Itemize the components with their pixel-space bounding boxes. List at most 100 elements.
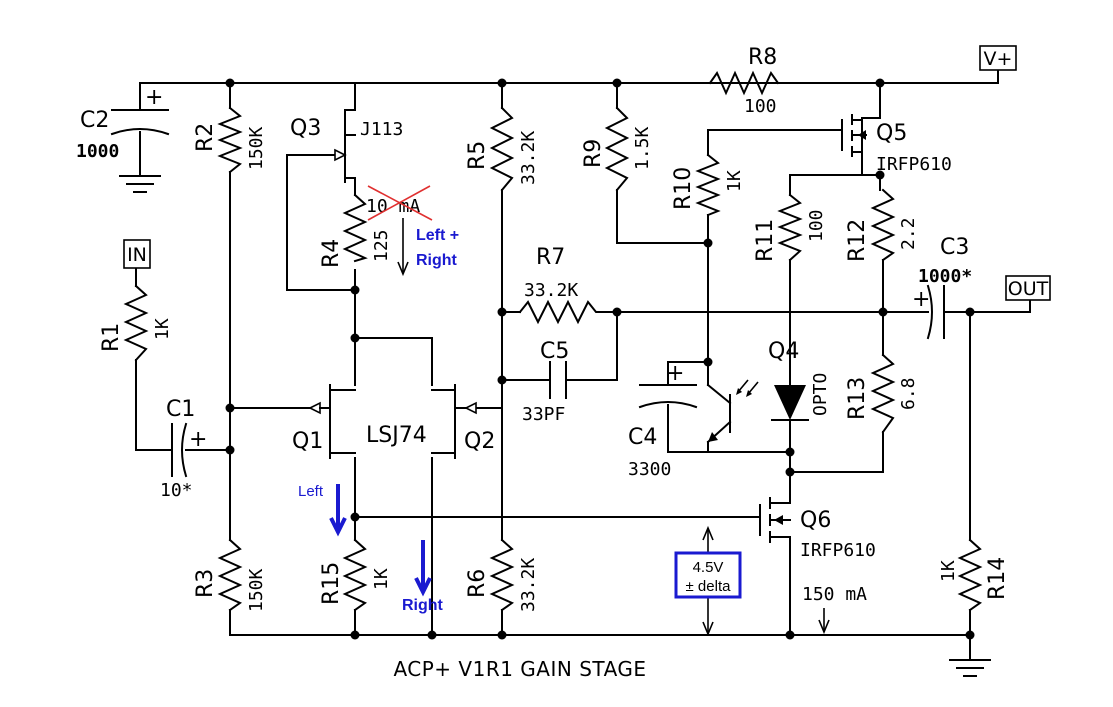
c1-symbol: +	[171, 422, 207, 478]
ground-icon	[119, 175, 161, 193]
r8-ref: R8	[748, 45, 777, 70]
r7-ref: R7	[536, 245, 565, 270]
r13-value: 6.8	[898, 377, 919, 410]
ports: V+ IN OUT	[123, 45, 1051, 301]
q2-ref: Q2	[464, 429, 495, 454]
r10-symbol	[695, 153, 721, 217]
r13-symbol	[870, 353, 896, 434]
q5-symbol	[841, 114, 867, 157]
c4-value: 3300	[628, 459, 671, 480]
q4-value: OPTO	[810, 373, 831, 416]
r13-ref: R13	[845, 377, 870, 420]
r5-ref: R5	[465, 141, 490, 170]
voltage-line1: 4.5V	[693, 559, 724, 576]
r11-ref: R11	[753, 219, 778, 262]
c5-value: 33PF	[522, 404, 565, 425]
q3-symbol	[329, 129, 356, 183]
r6-ref: R6	[465, 569, 490, 598]
q3-ref: Q3	[290, 116, 321, 141]
c2-ref: C2	[80, 108, 109, 133]
q5-value: IRFP610	[876, 154, 952, 175]
c1-value: 10*	[160, 480, 193, 501]
c2-symbol: +	[110, 85, 170, 136]
r14-symbol	[957, 538, 983, 612]
ground-icon	[949, 659, 991, 677]
component-labels: C2 1000 R2 150K Q3 J113 R4 125 R1 1K C1 …	[76, 45, 1010, 612]
r4-value: 125	[371, 229, 392, 262]
input-port-box	[123, 239, 151, 269]
q5-ref: Q5	[876, 121, 907, 146]
r14-value: 1K	[938, 560, 959, 582]
r1-ref: R1	[99, 323, 124, 352]
q6-value: IRFP610	[800, 540, 876, 561]
c3-value: 1000*	[918, 266, 972, 287]
r3-symbol	[217, 538, 243, 612]
r12-value: 2.2	[898, 217, 919, 250]
r8-value: 100	[744, 96, 777, 117]
r15-value: 1K	[371, 568, 392, 590]
q6-current-label: 150 mA	[802, 584, 867, 605]
svg-text:+: +	[145, 85, 163, 110]
r5-value: 33.2K	[518, 131, 539, 185]
voltage-box	[674, 551, 742, 599]
vplus-port-label: V+	[984, 48, 1013, 70]
r10-ref: R10	[671, 167, 696, 210]
dual-fet-label: LSJ74	[366, 423, 427, 448]
r3-value: 150K	[246, 568, 267, 612]
diagram-title: ACP+ V1R1 GAIN STAGE	[393, 657, 646, 681]
r10-value: 1K	[724, 170, 745, 192]
ground-symbols	[119, 175, 991, 677]
transistor-symbols	[308, 114, 867, 561]
junction-dots	[225, 78, 975, 640]
r3-ref: R3	[193, 569, 218, 598]
r12-symbol	[870, 188, 896, 262]
c4-symbol: +	[638, 361, 698, 409]
r7-symbol	[518, 299, 606, 325]
annotations: 10 mA Left + Right Left Right 4.5V ± del…	[298, 185, 867, 637]
q4-led-symbol	[771, 385, 809, 421]
r6-value: 33.2K	[518, 558, 539, 612]
input-port-label: IN	[127, 244, 147, 266]
q6-symbol	[759, 497, 791, 561]
r15-symbol	[342, 538, 368, 612]
q4-phototransistor-symbol	[706, 379, 759, 444]
r1-value: 1K	[152, 318, 173, 340]
r2-value: 150K	[246, 126, 267, 170]
c5-symbol	[549, 361, 567, 399]
c1-ref: C1	[166, 397, 195, 422]
r9-value: 1.5K	[632, 126, 653, 170]
r9-symbol	[604, 106, 630, 192]
svg-text:+: +	[666, 361, 684, 386]
q6-ref: Q6	[800, 508, 831, 533]
q3-value: J113	[360, 119, 403, 140]
r12-ref: R12	[845, 219, 870, 262]
c2-value: 1000	[76, 141, 119, 162]
r11-symbol	[777, 193, 803, 262]
c4-ref: C4	[628, 425, 657, 450]
left-label: Left	[298, 483, 324, 500]
c3-symbol: +	[912, 284, 945, 340]
r5-symbol	[489, 106, 515, 192]
left-right-line2: Right	[416, 252, 458, 269]
r4-ref: R4	[319, 239, 344, 268]
svg-text:+: +	[912, 287, 930, 312]
capacitor-symbols: + + + +	[110, 85, 945, 478]
r2-ref: R2	[193, 123, 218, 152]
r8-symbol	[708, 70, 780, 96]
output-port-box	[1005, 275, 1051, 301]
q4-ref: Q4	[768, 339, 799, 364]
r14-ref: R14	[985, 557, 1010, 600]
right-label: Right	[402, 597, 444, 614]
r2-symbol	[217, 106, 243, 174]
red-cross-mark	[367, 185, 433, 221]
q2-symbol	[431, 384, 477, 459]
r1-symbol	[123, 284, 149, 362]
q1-ref: Q1	[292, 429, 323, 454]
q1-symbol	[308, 384, 356, 459]
r7-value: 33.2K	[524, 280, 578, 301]
c5-ref: C5	[540, 339, 569, 364]
svg-text:+: +	[189, 427, 207, 452]
output-port-label: OUT	[1008, 278, 1049, 300]
c3-ref: C3	[940, 235, 969, 260]
